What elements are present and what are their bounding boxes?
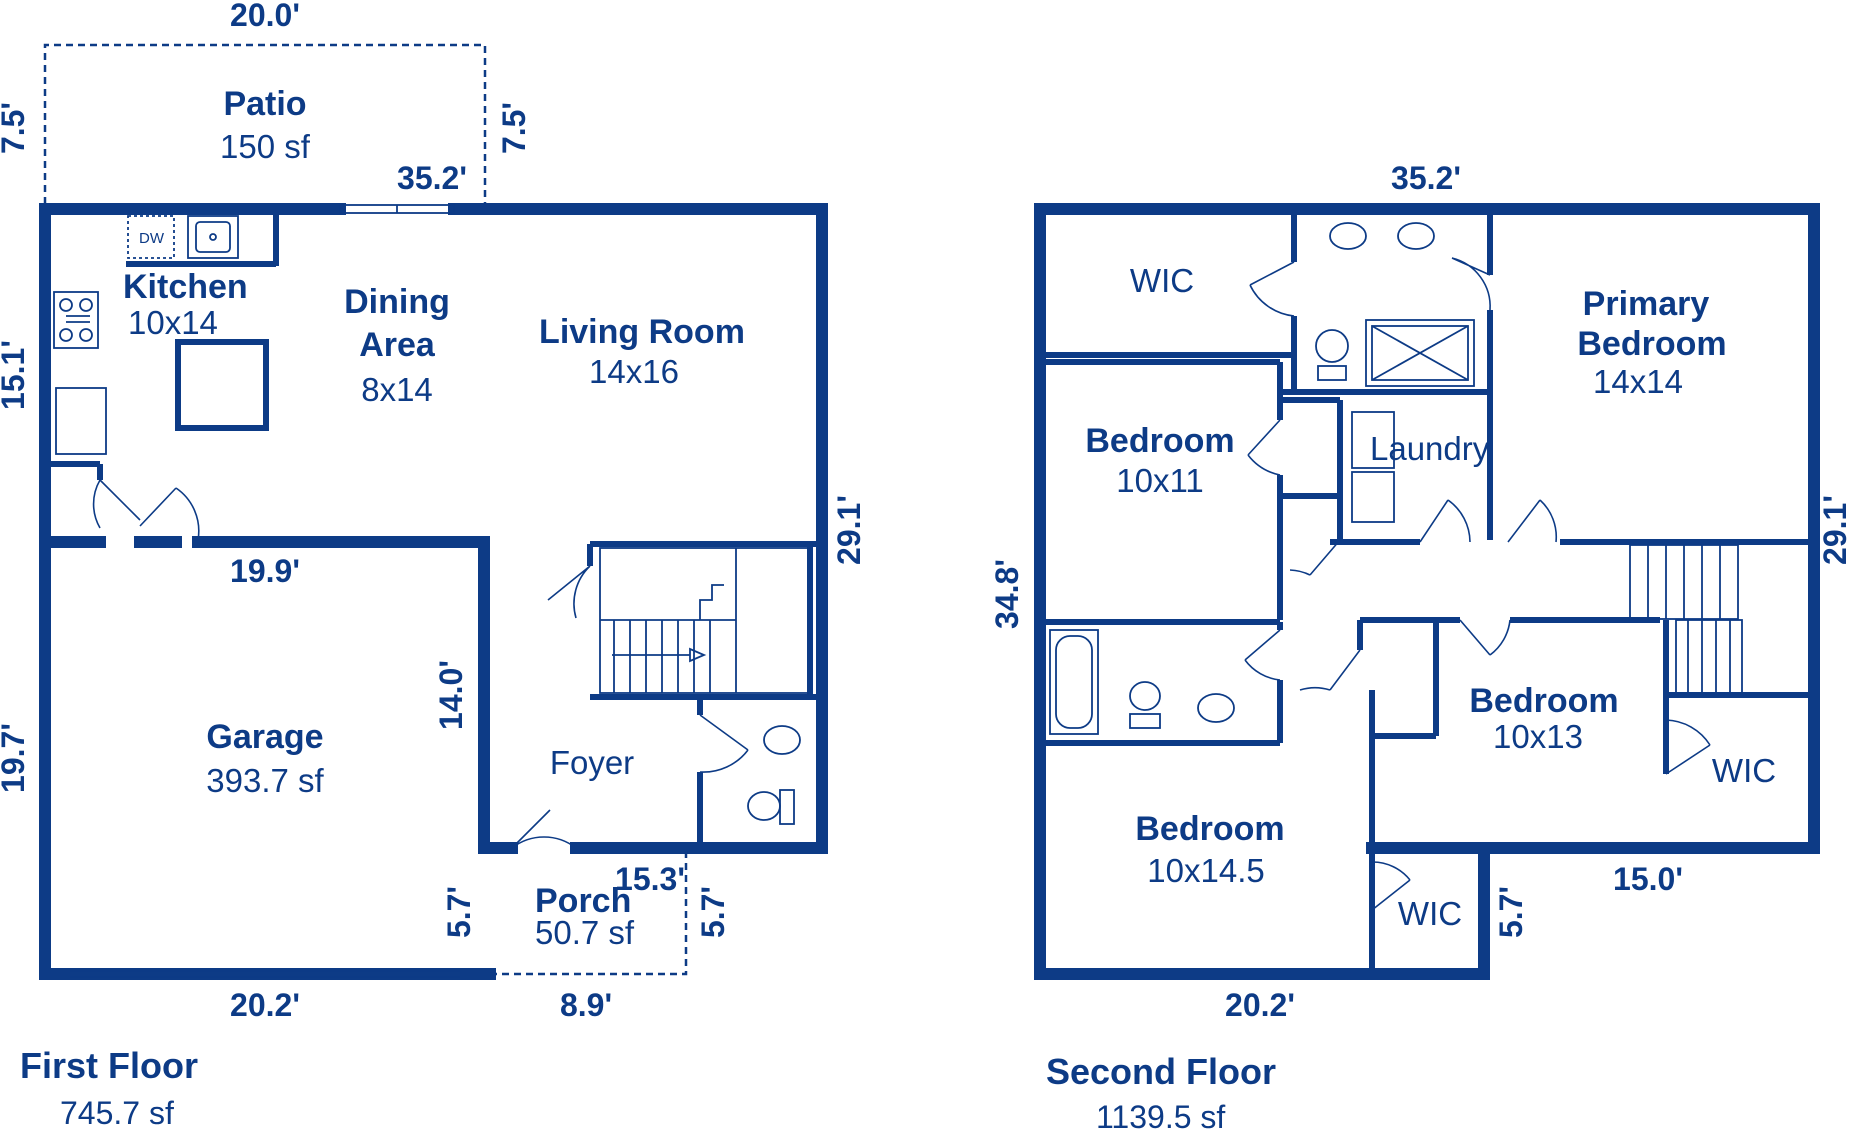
dishwasher: [127, 215, 175, 259]
bedroom1-name: Bedroom: [1085, 422, 1234, 460]
toilet: [747, 791, 781, 821]
double-sink-right: [1397, 222, 1435, 250]
kitchen-island: [175, 339, 269, 431]
dining-name-line1: Dining: [344, 283, 450, 321]
dim-porch-top: 15.3': [615, 861, 685, 897]
first-floor-area: 745.7 sf: [60, 1095, 174, 1130]
porch-outline: [490, 848, 688, 976]
patio-outline: [43, 43, 487, 204]
patio-size: 150 sf: [220, 128, 311, 165]
dim-patio-left: 7.5': [0, 102, 31, 154]
second-floor-walls: [1034, 203, 1820, 980]
foyer-name: Foyer: [550, 744, 634, 781]
primary-name-line2: Bedroom: [1577, 325, 1726, 363]
bathtub: [1049, 629, 1099, 735]
first-floor-title: First Floor: [20, 1045, 198, 1086]
dim-left-upper: 15.1': [0, 340, 31, 410]
refrigerator: [55, 387, 107, 455]
bedroom2-size: 10x13: [1493, 718, 1583, 755]
dim-bottom-2: 20.2': [1225, 987, 1295, 1023]
staircase: [599, 547, 811, 694]
dishwasher-label: DW: [139, 230, 165, 247]
dim-garage-top: 19.9': [230, 553, 300, 589]
bedroom1-size: 10x11: [1116, 462, 1203, 499]
primary-size: 14x14: [1593, 363, 1683, 400]
first-floor-walls: [39, 203, 828, 980]
kitchen-name: Kitchen: [123, 268, 248, 306]
bedroom2-name: Bedroom: [1469, 682, 1618, 720]
dim-garage-inner: 14.0': [433, 660, 469, 730]
primary-name-line1: Primary: [1583, 285, 1710, 323]
dim-top: 35.2': [397, 160, 467, 196]
dim-left-2: 34.8': [989, 559, 1025, 629]
sink-hall: [1197, 693, 1235, 723]
second-floor-title: Second Floor: [1046, 1051, 1276, 1092]
living-room-name: Living Room: [539, 313, 745, 351]
dim-bottom-right-2: 15.0': [1613, 861, 1683, 897]
wic-right-name: WIC: [1712, 752, 1776, 789]
staircase-upper: [1629, 544, 1743, 695]
dining-size: 8x14: [361, 371, 433, 408]
dim-porch-right: 5.7': [695, 886, 731, 938]
second-floor: WIC Primary Bedroom 14x14 Bedroom 10x11 …: [989, 160, 1853, 1130]
porch-size: 50.7 sf: [535, 914, 635, 951]
stove: [53, 291, 99, 349]
garage-name: Garage: [206, 718, 323, 756]
double-sink-left: [1329, 222, 1367, 250]
dining-name-line2: Area: [359, 326, 436, 364]
patio-name: Patio: [223, 85, 306, 123]
porch-name: Porch: [535, 882, 631, 920]
dim-garage-bottom: 20.2': [230, 987, 300, 1023]
wic-bottom-name: WIC: [1398, 895, 1462, 932]
wic-top-name: WIC: [1130, 262, 1194, 299]
dim-top-2: 35.2': [1391, 160, 1461, 196]
toilet-primary: [1315, 329, 1349, 363]
laundry-name: Laundry: [1370, 430, 1490, 467]
kitchen-size: 10x14: [128, 304, 218, 341]
living-room-size: 14x16: [589, 353, 679, 390]
kitchen-sink: [187, 215, 239, 259]
second-floor-area: 1139.5 sf: [1096, 1099, 1225, 1130]
dim-patio-width: 20.0': [230, 0, 300, 33]
dim-patio-right: 7.5': [496, 102, 532, 154]
dryer: [1351, 471, 1395, 523]
shower: [1365, 319, 1475, 387]
bedroom3-name: Bedroom: [1135, 810, 1284, 848]
door-swing: [92, 479, 141, 529]
toilet-hall: [1129, 681, 1161, 711]
washer: [1351, 411, 1395, 469]
dim-step-2: 5.7': [1493, 886, 1529, 938]
bathroom-sink: [763, 725, 801, 755]
door-swing-2: [1249, 261, 1295, 317]
dim-porch-bottom: 8.9': [560, 987, 612, 1023]
dim-garage-left: 19.7': [0, 723, 31, 793]
garage-size: 393.7 sf: [206, 762, 324, 799]
dim-right-2: 29.1': [1817, 495, 1853, 565]
bedroom3-size: 10x14.5: [1147, 852, 1264, 889]
first-floor: DW: [0, 0, 867, 1130]
dim-garage-lower: 5.7': [441, 886, 477, 938]
dim-right: 29.1': [831, 495, 867, 565]
